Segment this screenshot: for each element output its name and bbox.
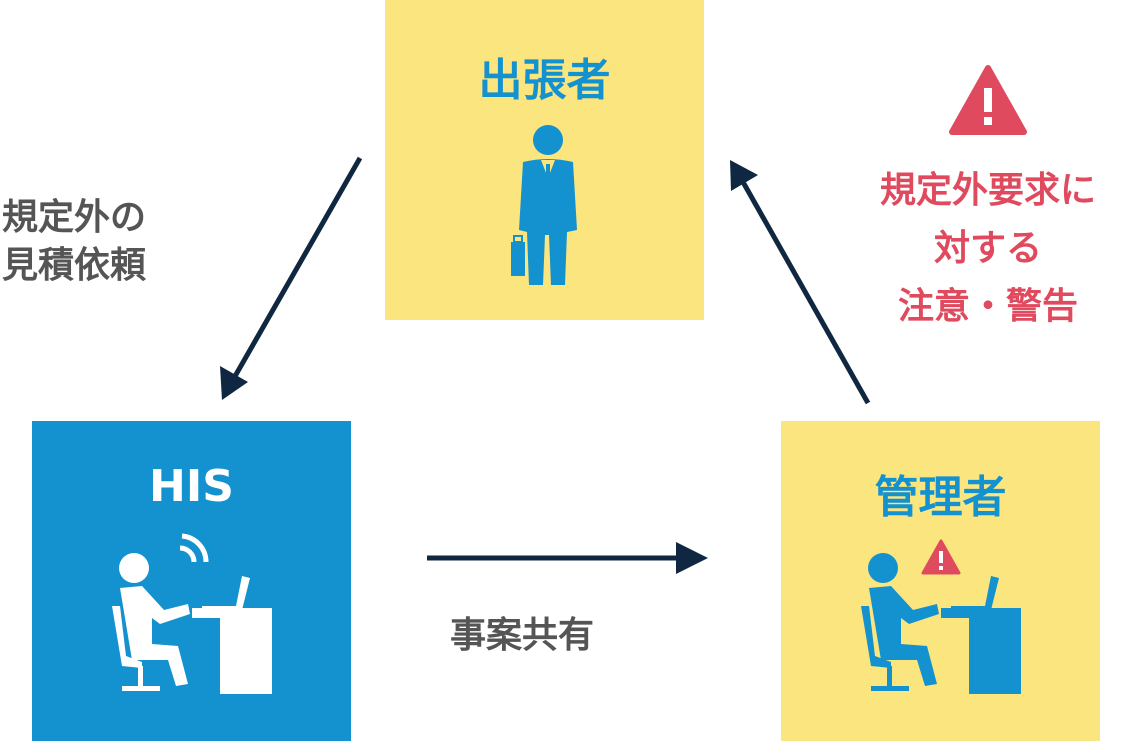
warning-label-line2: 対する <box>933 228 1042 269</box>
manager-node: 管理者 <box>781 421 1100 741</box>
warning-large-icon <box>949 65 1027 135</box>
share-label: 事案共有 <box>450 615 595 656</box>
warning-label: 規定外要求に 対する 注意・警告 <box>843 162 1133 336</box>
manager-at-desk-icon <box>861 553 1021 694</box>
request-label-line2: 見積依頼 <box>2 245 147 286</box>
request-label-line1: 規定外の <box>2 197 147 238</box>
arrow-traveler-to-his <box>220 156 363 400</box>
his-node: HIS <box>32 421 351 741</box>
operator-at-desk-icon <box>112 533 272 694</box>
arrow-his-to-manager <box>427 542 708 574</box>
his-title: HIS <box>149 461 234 512</box>
request-label: 規定外の 見積依頼 <box>2 194 146 290</box>
warning-label-line1: 規定外要求に <box>879 170 1096 211</box>
manager-title: 管理者 <box>874 472 1007 523</box>
arrow-manager-to-traveler <box>730 160 871 405</box>
traveler-node: 出張者 <box>385 0 704 320</box>
warning-label-line3: 注意・警告 <box>897 286 1078 327</box>
traveler-title: 出張者 <box>478 55 611 106</box>
businessman-icon <box>511 125 577 285</box>
warning-icon <box>921 539 961 575</box>
